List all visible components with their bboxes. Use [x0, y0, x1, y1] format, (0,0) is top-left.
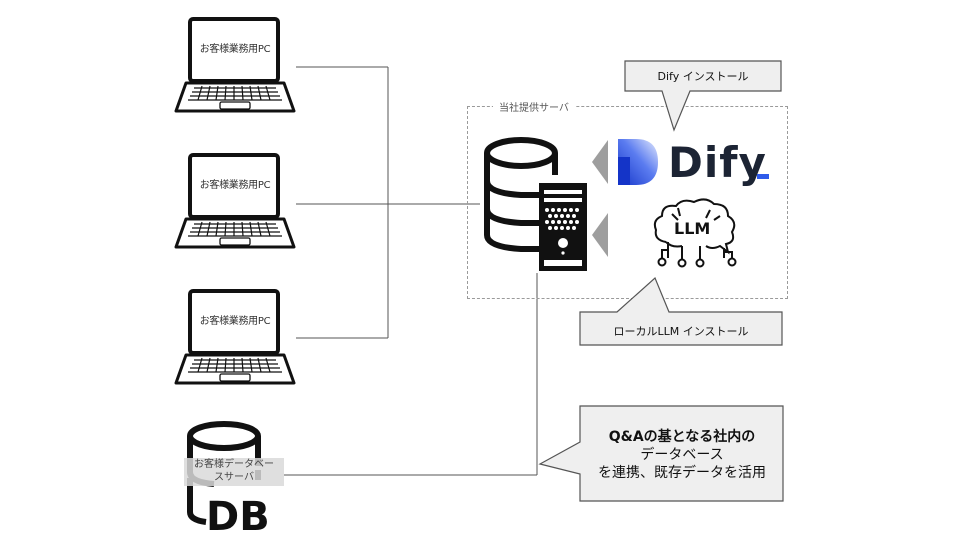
- customer-database: DB お客様データベー スサーバ: [184, 420, 284, 540]
- dify-logo: [614, 134, 774, 190]
- client-pc-1: お客様業務用PC: [174, 16, 296, 116]
- laptop-icon: [174, 289, 296, 385]
- database-icon: DB: [184, 421, 284, 540]
- llm-icon-wrapper: LLM: [648, 196, 742, 272]
- dify-logo-mark-icon: [618, 139, 658, 185]
- database-note-callout: Q&Aの基となる社内の データベース を連携、既存データを活用: [582, 428, 782, 482]
- provided-server: [481, 135, 591, 273]
- dify-to-server-arrow: [592, 140, 608, 184]
- database-note-line2: データベース: [640, 447, 724, 463]
- dify-install-callout-shape: [624, 60, 782, 132]
- dify-logo-underscore: [757, 174, 769, 179]
- client-pc-label: お客様業務用PC: [199, 316, 271, 327]
- llm-install-callout-shape: [579, 276, 783, 346]
- customer-db-label-line2: スサーバ: [214, 472, 254, 483]
- customer-db-label-line1: お客様データベー: [194, 459, 274, 470]
- database-note-line1: Q&Aの基となる社内の: [608, 429, 756, 445]
- client-pc-label: お客様業務用PC: [199, 44, 271, 55]
- llm-install-callout: ローカルLLM インストール: [613, 325, 749, 338]
- server-group-label: 当社提供サーバ: [493, 99, 575, 114]
- database-note-callout-shape: [538, 405, 784, 502]
- laptop-icon: [174, 17, 296, 113]
- client-pc-2: お客様業務用PC: [174, 152, 296, 252]
- database-note-line3: を連携、既存データを活用: [598, 465, 766, 481]
- client-pc-label: お客様業務用PC: [199, 180, 271, 191]
- client-pc-3: お客様業務用PC: [174, 288, 296, 388]
- server-icon: [484, 137, 587, 271]
- server-group-frame: [467, 106, 788, 299]
- dify-wordmark: Dify: [668, 138, 767, 187]
- llm-brain-icon: LLM: [653, 198, 737, 268]
- laptop-icon: [174, 153, 296, 249]
- llm-icon-text: LLM: [674, 219, 710, 238]
- customer-db-label: お客様データベー スサーバ: [184, 458, 284, 484]
- svg-text:DB: DB: [206, 494, 270, 536]
- dify-install-callout: Dify インストール: [657, 70, 749, 83]
- llm-to-server-arrow: [592, 213, 608, 257]
